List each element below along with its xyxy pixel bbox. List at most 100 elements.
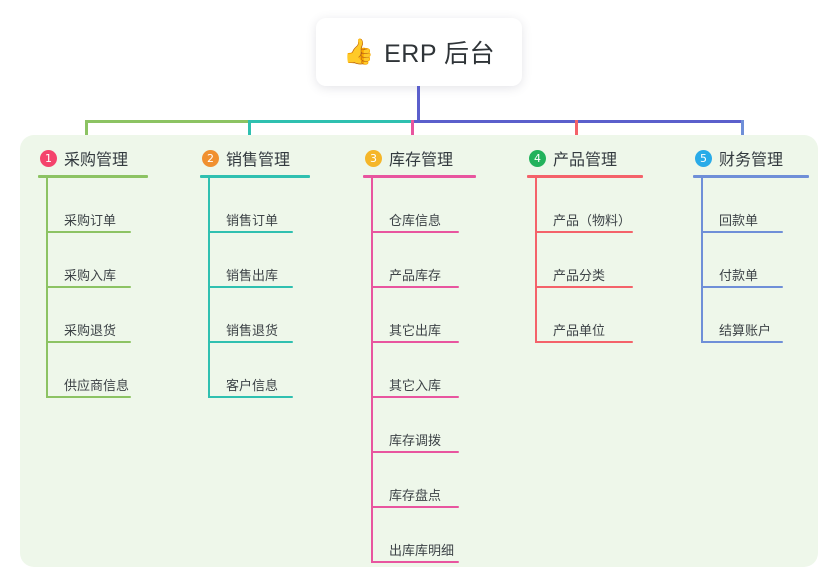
branch-spine [208, 178, 210, 398]
branch-title: 销售管理 [226, 152, 291, 169]
branch-index-badge: 2 [202, 149, 219, 167]
branch-title: 采购管理 [64, 152, 129, 169]
branch-item[interactable]: 采购入库 [38, 233, 148, 288]
branch-item[interactable]: 回款单 [693, 178, 809, 233]
branch-item-underline [46, 286, 131, 288]
branch-item-underline [371, 506, 459, 508]
bus-segment-4 [575, 120, 741, 123]
branch-item-label: 采购订单 [64, 213, 117, 228]
branch-item-underline [208, 396, 293, 398]
branch-item[interactable]: 库存调拨 [363, 398, 476, 453]
branch-underline [38, 175, 148, 178]
branch-item-underline [371, 341, 459, 343]
branch-item[interactable]: 产品库存 [363, 233, 476, 288]
branch-underline [363, 175, 476, 178]
branch-spine [371, 178, 373, 563]
branch-drop-1 [85, 120, 88, 145]
branch-index-badge: 1 [40, 149, 57, 167]
branch-item-label: 采购退货 [64, 323, 117, 338]
branch-item[interactable]: 付款单 [693, 233, 809, 288]
branch-item-underline [701, 341, 783, 343]
branch-item-underline [46, 396, 131, 398]
branch-drop-2 [248, 120, 251, 145]
branch-item[interactable]: 采购退货 [38, 288, 148, 343]
branch-item-label: 销售退货 [226, 323, 279, 338]
branch-items: 采购订单采购入库采购退货供应商信息 [38, 178, 148, 398]
branch-title: 财务管理 [719, 152, 784, 169]
branch-drop-4 [575, 120, 578, 145]
branch-item[interactable]: 库存盘点 [363, 453, 476, 508]
branch-item[interactable]: 销售出库 [200, 233, 310, 288]
branch-5: 5 财务管理回款单付款单结算账户 [693, 146, 809, 343]
branch-item-underline [208, 231, 293, 233]
branch-item[interactable]: 销售订单 [200, 178, 310, 233]
root-stem [417, 86, 420, 123]
branch-items: 回款单付款单结算账户 [693, 178, 809, 343]
branch-header-1[interactable]: 1 采购管理 [38, 146, 148, 170]
branch-item-label: 产品库存 [389, 268, 442, 283]
root-title: ERP 后台 [384, 40, 496, 68]
branch-items: 仓库信息产品库存其它出库其它入库库存调拨库存盘点出库库明细 [363, 178, 476, 563]
branch-item-label: 库存调拨 [389, 433, 442, 448]
branch-item[interactable]: 销售退货 [200, 288, 310, 343]
branch-item-label: 产品分类 [553, 268, 606, 283]
branch-item-label: 销售出库 [226, 268, 279, 283]
branch-item[interactable]: 供应商信息 [38, 343, 148, 398]
branch-item[interactable]: 结算账户 [693, 288, 809, 343]
branch-item[interactable]: 产品分类 [527, 233, 643, 288]
branch-item-label: 结算账户 [719, 323, 772, 338]
branch-item-underline [371, 451, 459, 453]
thumbs-up-icon: 👍 [342, 37, 375, 66]
branch-4: 4 产品管理产品（物料） 产品分类产品单位 [527, 146, 643, 343]
branch-panel [20, 135, 818, 567]
branch-item[interactable]: 出库库明细 [363, 508, 476, 563]
branch-underline [693, 175, 809, 178]
branch-items: 销售订单销售出库销售退货客户信息 [200, 178, 310, 398]
branch-item-label: 产品（物料） [553, 213, 632, 228]
branch-item-underline [208, 286, 293, 288]
branch-item-label: 付款单 [719, 268, 759, 283]
branch-item-label: 仓库信息 [389, 213, 442, 228]
branch-item-label: 库存盘点 [389, 488, 442, 503]
branch-index-badge: 4 [529, 149, 546, 167]
branch-item-underline [371, 561, 459, 563]
branch-drop-3 [411, 120, 414, 145]
branch-item[interactable]: 产品单位 [527, 288, 643, 343]
branch-items: 产品（物料） 产品分类产品单位 [527, 178, 643, 343]
branch-underline [200, 175, 310, 178]
branch-item[interactable]: 仓库信息 [363, 178, 476, 233]
branch-item-underline [208, 341, 293, 343]
branch-index-badge: 5 [695, 149, 712, 167]
branch-header-2[interactable]: 2 销售管理 [200, 146, 310, 170]
branch-item-underline [535, 231, 633, 233]
branch-title: 库存管理 [389, 152, 454, 169]
branch-item-underline [535, 341, 633, 343]
branch-item-label: 其它出库 [389, 323, 442, 338]
branch-item-underline [46, 341, 131, 343]
branch-item-label: 采购入库 [64, 268, 117, 283]
branch-item-label: 客户信息 [226, 378, 279, 393]
bus-segment-1 [85, 120, 248, 123]
branch-item-label: 出库库明细 [389, 543, 455, 558]
branch-item-underline [371, 286, 459, 288]
branch-item-label: 回款单 [719, 213, 759, 228]
branch-item[interactable]: 其它入库 [363, 343, 476, 398]
branch-item[interactable]: 采购订单 [38, 178, 148, 233]
branch-drop-5 [741, 120, 744, 145]
branch-item[interactable]: 产品（物料） [527, 178, 643, 233]
branch-item-underline [371, 231, 459, 233]
branch-spine [701, 178, 703, 343]
branch-item-label: 产品单位 [553, 323, 606, 338]
branch-header-5[interactable]: 5 财务管理 [693, 146, 809, 170]
branch-item[interactable]: 客户信息 [200, 343, 310, 398]
branch-spine [46, 178, 48, 398]
branch-item[interactable]: 其它出库 [363, 288, 476, 343]
root-node[interactable]: 👍 ERP 后台 [316, 18, 522, 86]
branch-item-label: 供应商信息 [64, 378, 130, 393]
branch-header-4[interactable]: 4 产品管理 [527, 146, 643, 170]
branch-item-label: 其它入库 [389, 378, 442, 393]
branch-title: 产品管理 [553, 152, 618, 169]
